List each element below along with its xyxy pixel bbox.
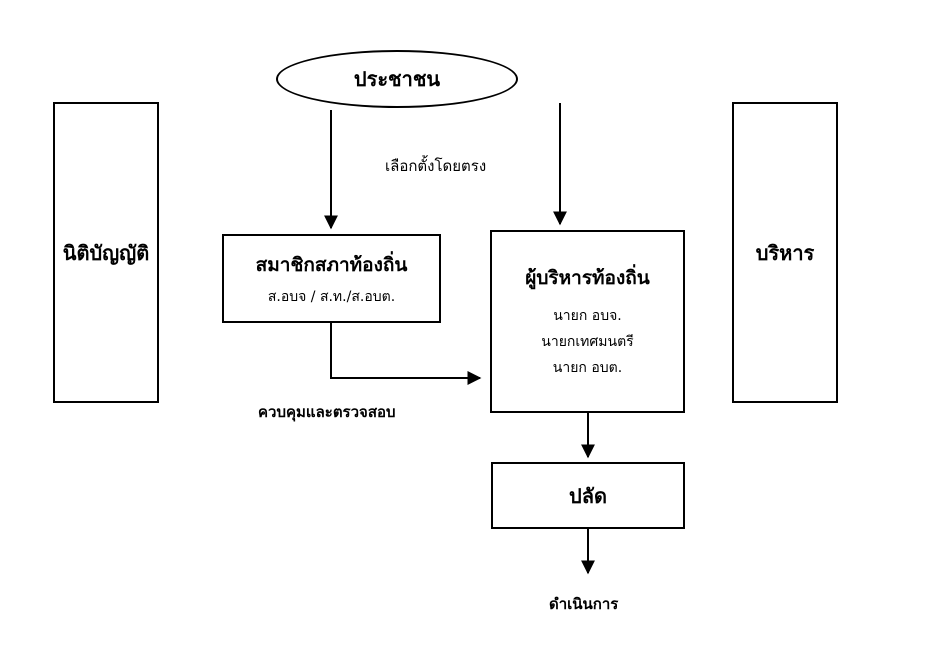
legislative-label: นิติบัญญัติ	[62, 240, 150, 265]
direct-vote-label: เลือกตั้งโดยตรง	[385, 157, 487, 175]
operate-label: ดำเนินการ	[549, 595, 619, 613]
administrator-node: ผู้บริหารท้องถิ่น นายก อบจ. นายกเทศมนตรี…	[490, 230, 685, 413]
executive-node: บริหาร	[732, 102, 838, 403]
clerk-node: ปลัด	[491, 462, 685, 529]
control-label: ควบคุมและตรวจสอบ	[258, 403, 396, 421]
council-subtitle: ส.อบจ / ส.ท./ส.อบต.	[267, 288, 396, 305]
council-title: สมาชิกสภาท้องถิ่น	[255, 253, 408, 276]
council-node: สมาชิกสภาท้องถิ่น ส.อบจ / ส.ท./ส.อบต.	[222, 234, 441, 323]
legislative-node: นิติบัญญัติ	[53, 102, 159, 403]
clerk-label: ปลัด	[569, 483, 607, 508]
administrator-title: ผู้บริหารท้องถิ่น	[525, 266, 650, 289]
administrator-line-2: นายกเทศมนตรี	[541, 333, 634, 350]
administrator-line-1: นายก อบจ.	[553, 307, 622, 324]
administrator-line-3: นายก อบต.	[552, 359, 623, 376]
people-node: ประชาชน	[276, 50, 518, 108]
executive-label: บริหาร	[755, 240, 815, 265]
people-label: ประชาชน	[353, 67, 441, 91]
arrow-council-to-administrator	[330, 323, 482, 385]
